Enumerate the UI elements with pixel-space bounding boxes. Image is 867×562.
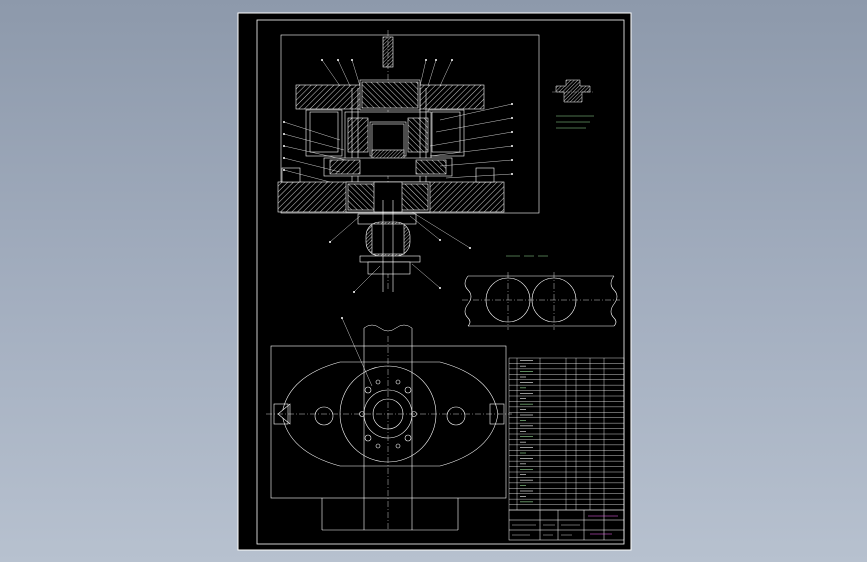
- drawing-border-inner: [256, 19, 625, 545]
- title-block: [508, 509, 625, 541]
- workpiece-detail-view: [552, 79, 594, 129]
- bill-of-materials-table: [508, 357, 625, 511]
- strip-layout-view: [462, 255, 620, 330]
- main-section-view: [277, 30, 540, 293]
- plan-view: [266, 317, 512, 531]
